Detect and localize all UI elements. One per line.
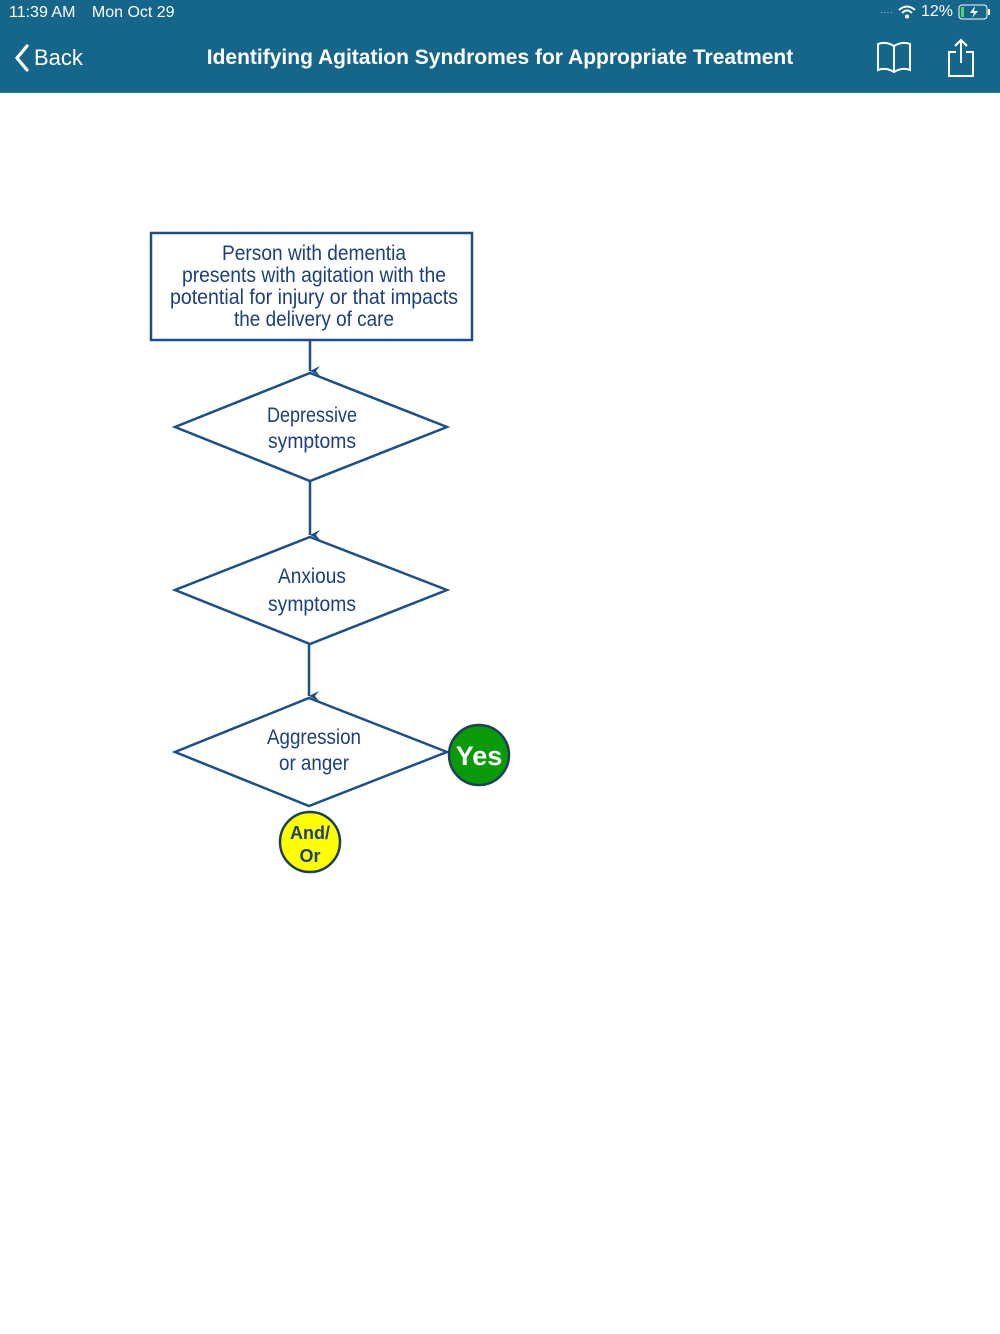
start-box xyxy=(149,231,474,342)
anxious-text: symptoms xyxy=(268,593,356,616)
aggression-decision xyxy=(171,696,451,808)
start-text-line: potential for injury or that impacts xyxy=(170,286,458,309)
yes-label: Yes xyxy=(456,741,503,771)
book-icon xyxy=(877,41,911,74)
chevron-left-icon xyxy=(14,44,29,72)
andor-label: And/ xyxy=(290,823,330,843)
start-text-line: presents with agitation with the xyxy=(182,264,446,287)
status-time: 11:39 AM xyxy=(9,4,76,21)
anxious-decision xyxy=(171,535,451,646)
status-bar-right: ···· 12% xyxy=(880,3,992,21)
yes-node xyxy=(447,723,511,787)
depressive-decision xyxy=(171,371,451,483)
signal-icon: ···· xyxy=(879,6,893,18)
aggression-text: or anger xyxy=(279,752,349,775)
depressive-text: symptoms xyxy=(268,430,356,453)
back-label: Back xyxy=(34,45,83,70)
wifi-icon xyxy=(898,5,916,19)
bookmark-button[interactable] xyxy=(876,40,912,79)
andor-node xyxy=(278,810,342,874)
status-date: Mon Oct 29 xyxy=(91,4,175,21)
battery-charging-icon xyxy=(958,4,990,20)
share-button[interactable] xyxy=(947,38,975,83)
page-title: Identifying Agitation Syndromes for Appr… xyxy=(206,46,794,69)
share-icon xyxy=(948,38,974,77)
andor-label: Or xyxy=(299,846,320,866)
start-text-line: Person with dementia xyxy=(222,242,406,265)
back-button[interactable]: Back xyxy=(14,44,83,72)
status-bar-left: 11:39 AM Mon Oct 29 xyxy=(9,4,187,22)
battery-percent: 12% xyxy=(920,3,953,20)
anxious-text: Anxious xyxy=(278,565,346,588)
start-text-line: the delivery of care xyxy=(234,308,394,331)
navigation-bar: 11:39 AM Mon Oct 29 ···· 12% Back Identi… xyxy=(0,0,1000,93)
aggression-text: Aggression xyxy=(267,726,361,749)
depressive-text: Depressive xyxy=(267,404,357,427)
